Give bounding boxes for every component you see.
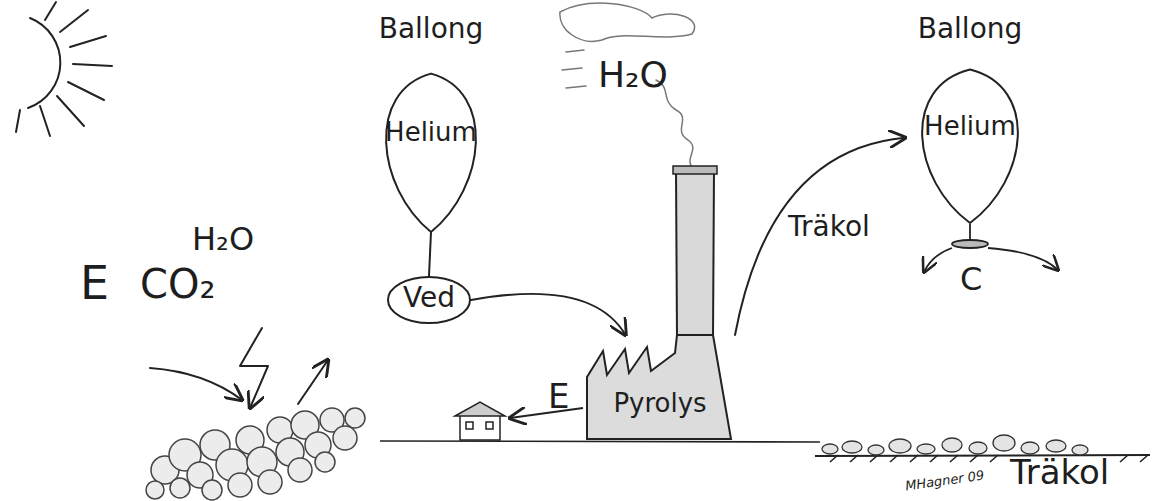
signature: MHagner 09 bbox=[904, 469, 985, 494]
flow-arrow bbox=[735, 138, 905, 335]
sun-ray bbox=[73, 64, 112, 66]
sun bbox=[16, 2, 112, 136]
tree bbox=[146, 481, 164, 499]
pebble bbox=[1021, 442, 1039, 454]
smoke-wisp bbox=[562, 50, 586, 88]
tree bbox=[288, 458, 312, 482]
pebble bbox=[993, 435, 1015, 451]
cargo-basket: Ved bbox=[387, 276, 471, 324]
sun-ray bbox=[70, 36, 106, 47]
sun-ray bbox=[45, 2, 56, 20]
chemical-formula: H₂O bbox=[598, 55, 668, 95]
carbon-release bbox=[924, 224, 1058, 272]
pebble bbox=[969, 442, 987, 454]
energy-symbol: E bbox=[548, 378, 569, 415]
pebble bbox=[917, 444, 935, 454]
pebble bbox=[889, 439, 911, 453]
spread-arrow bbox=[988, 248, 1058, 270]
balloon-shape bbox=[386, 74, 476, 232]
balloon-shape bbox=[922, 70, 1018, 223]
energy-symbol: E bbox=[80, 258, 109, 309]
sun-ray bbox=[68, 82, 104, 100]
house-window bbox=[486, 422, 493, 429]
tree bbox=[258, 470, 282, 494]
tether-line bbox=[969, 224, 971, 240]
tree bbox=[228, 473, 252, 497]
ground-label: Träkol bbox=[1010, 454, 1109, 491]
sun-ray bbox=[57, 96, 84, 126]
chemical-formula: H₂O bbox=[192, 222, 254, 257]
release-hatch bbox=[952, 240, 988, 248]
process-label: Pyrolys bbox=[555, 389, 765, 418]
element-symbol: C bbox=[960, 262, 982, 297]
house bbox=[455, 402, 505, 440]
forest bbox=[146, 408, 365, 500]
sun-ray bbox=[40, 106, 50, 136]
node-outline bbox=[370, 72, 492, 232]
balloon-heading: Ballong bbox=[875, 14, 1065, 45]
chimney-stack bbox=[676, 170, 714, 338]
spread-arrow bbox=[924, 248, 952, 272]
pyrolysis-plant: Pyrolys bbox=[585, 335, 735, 440]
pebble bbox=[822, 444, 838, 454]
house-roof bbox=[455, 402, 505, 416]
chimney bbox=[673, 166, 717, 338]
pebble bbox=[868, 445, 884, 455]
chemical-formula: CO₂ bbox=[140, 262, 215, 306]
lightning-arrow bbox=[240, 328, 268, 408]
balloon-envelope: BallongHelium bbox=[905, 68, 1035, 223]
edge-label: Träkol bbox=[788, 212, 870, 243]
tether-line bbox=[429, 232, 431, 276]
smoke bbox=[560, 3, 696, 170]
tree bbox=[315, 452, 335, 472]
sun-ray bbox=[16, 110, 20, 132]
node-outline bbox=[905, 68, 1035, 223]
sun-ray bbox=[60, 10, 88, 32]
house-window bbox=[466, 422, 473, 429]
co2-uptake-arrow bbox=[150, 368, 242, 400]
chimney-rim bbox=[673, 166, 717, 174]
smoke-cloud bbox=[560, 3, 695, 41]
photosynthesis-arrows bbox=[150, 328, 328, 408]
tree bbox=[202, 480, 222, 500]
pebble bbox=[842, 441, 862, 453]
cargo-label: Ved bbox=[357, 283, 501, 314]
charcoal-pebbles bbox=[822, 435, 1088, 455]
gas-label: Helium bbox=[875, 112, 1065, 141]
tree bbox=[333, 426, 357, 450]
tree bbox=[170, 478, 190, 498]
balloon-heading: Ballong bbox=[340, 14, 522, 45]
flow-arrow bbox=[471, 294, 626, 335]
sun-disc bbox=[28, 18, 60, 108]
energy-arrow bbox=[510, 408, 583, 418]
house-wall bbox=[460, 415, 500, 440]
pebble bbox=[1046, 440, 1066, 452]
ground-line bbox=[380, 441, 820, 442]
gas-label: Helium bbox=[340, 118, 522, 147]
tree bbox=[345, 408, 365, 428]
balloon-envelope: BallongHelium bbox=[370, 72, 492, 232]
wood-lift-arrow bbox=[298, 360, 328, 404]
pebble bbox=[942, 438, 962, 452]
factory-shape bbox=[587, 335, 731, 439]
node-outline bbox=[585, 335, 735, 440]
